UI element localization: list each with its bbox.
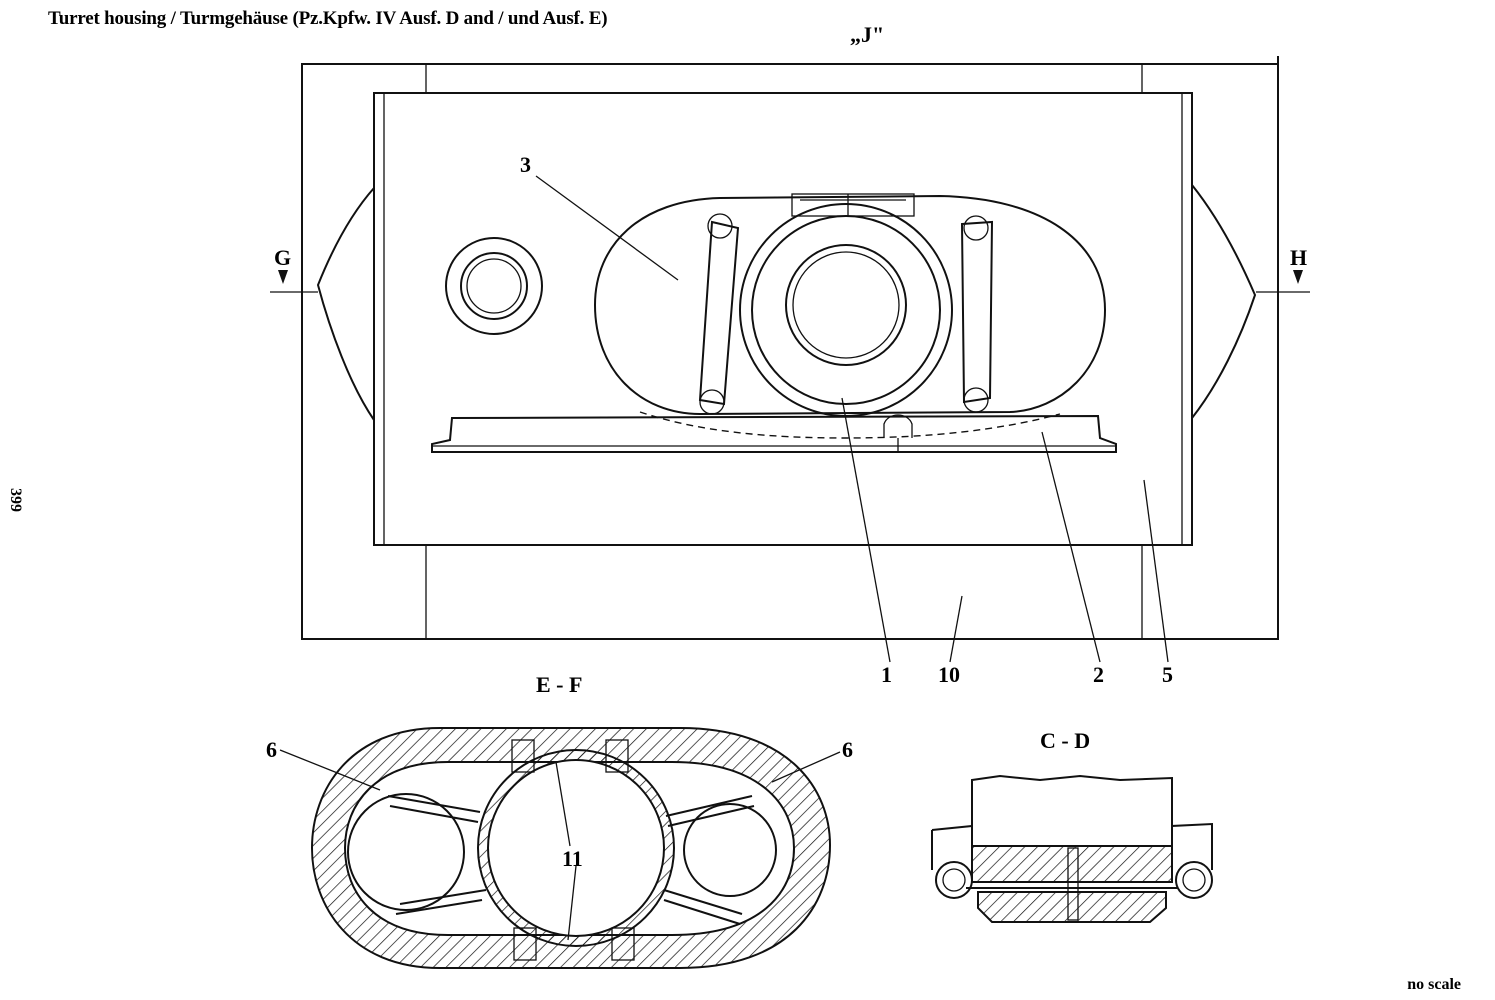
callout-6-left: 6 [266, 737, 277, 762]
callout-10: 10 [938, 662, 960, 687]
right-bulge [1191, 184, 1257, 419]
section-mark-h [1256, 270, 1310, 293]
base-rail [431, 411, 1117, 453]
section-mark-g [270, 270, 318, 293]
callout-3: 3 [520, 152, 531, 177]
left-strut [698, 213, 740, 415]
callout-1: 1 [881, 662, 892, 687]
callout-5: 5 [1162, 662, 1173, 687]
callout-11: 11 [562, 846, 583, 871]
leader-lines [535, 175, 1169, 663]
vision-port [445, 237, 543, 335]
left-bulge [316, 187, 375, 421]
callout-6-right: 6 [842, 737, 853, 762]
gun-tube [739, 203, 953, 417]
mantlet-plate [373, 92, 1193, 546]
view-label-j: „J" [850, 22, 885, 47]
callout-2: 2 [1093, 662, 1104, 687]
mantlet-oval [593, 194, 1107, 416]
page-title: Turret housing / Turmgehäuse (Pz.Kpfw. I… [48, 8, 608, 29]
right-strut [960, 215, 994, 413]
section-mark-h-label: H [1290, 245, 1308, 270]
section-ef-drawing [279, 727, 841, 969]
section-ef-title: E - F [536, 672, 583, 697]
scale-note: no scale [1407, 976, 1461, 993]
top-clamp [791, 193, 915, 217]
section-cd-drawing [931, 774, 1213, 923]
section-mark-g-label: G [274, 245, 292, 270]
outer-housing [301, 56, 1279, 640]
section-cd-title: C - D [1040, 728, 1091, 753]
